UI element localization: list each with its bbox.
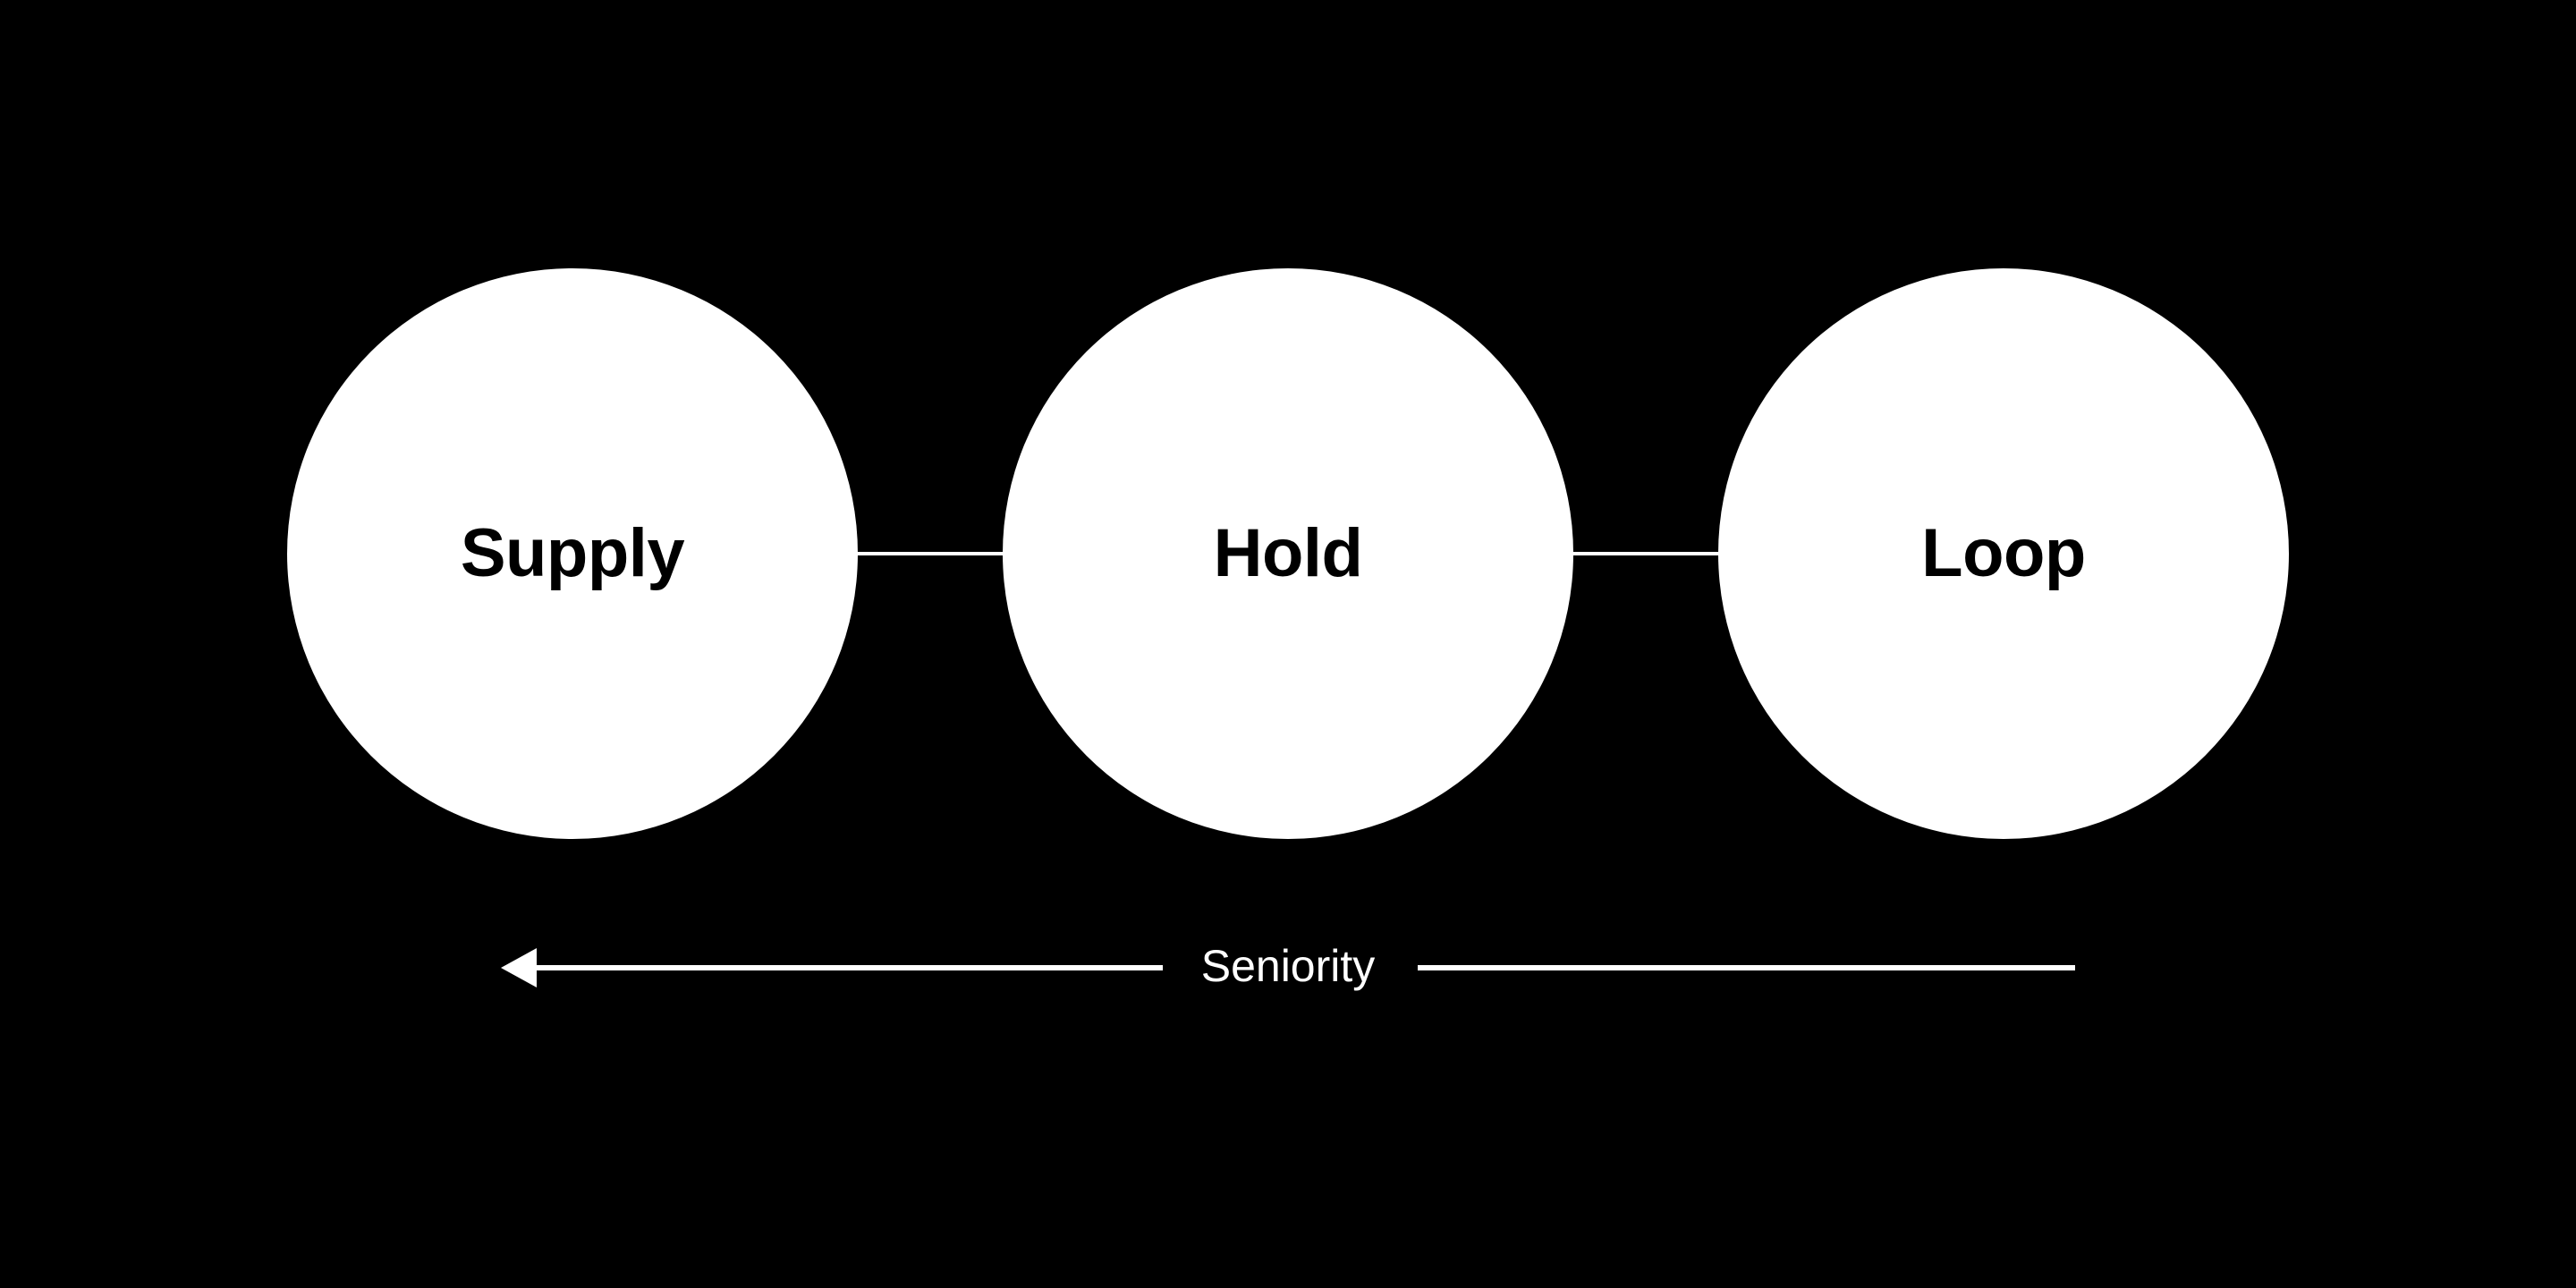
seniority-axis-graphic [501, 948, 2075, 987]
node-supply-label: Supply [460, 515, 685, 591]
node-hold[interactable]: Hold [1003, 268, 1573, 839]
connector-supply-hold [854, 552, 1006, 555]
seniority-axis-label: Seniority [1200, 941, 1376, 991]
seniority-arrowhead-icon [501, 948, 537, 987]
node-loop-label: Loop [1921, 515, 2086, 591]
connector-hold-loop [1570, 552, 1722, 555]
node-supply[interactable]: Supply [287, 268, 858, 839]
node-loop[interactable]: Loop [1718, 268, 2289, 839]
node-hold-label: Hold [1213, 515, 1363, 591]
seniority-axis [0, 912, 2576, 1029]
